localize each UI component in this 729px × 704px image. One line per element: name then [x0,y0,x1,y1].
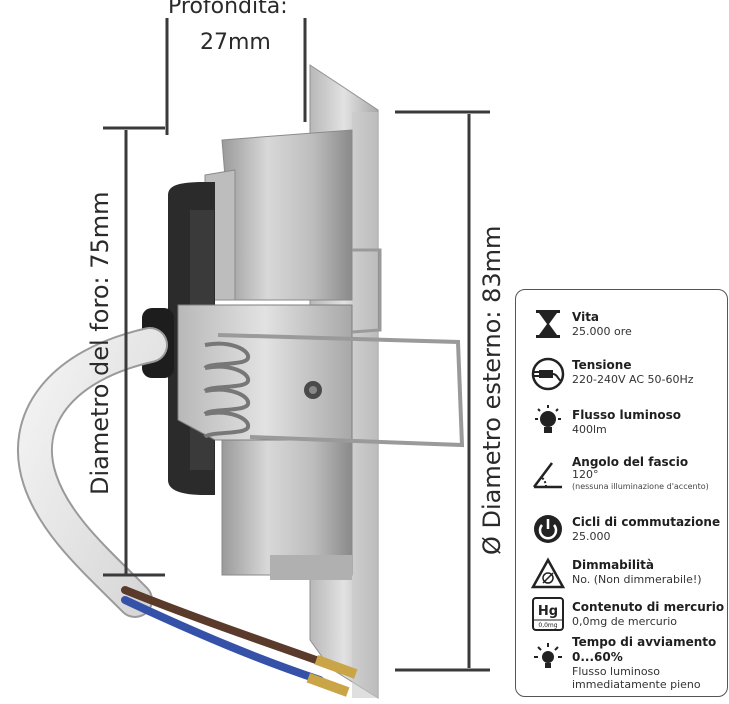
spec-value-mercury: 0,0mg de mercurio [572,615,678,628]
spec-panel: Vita 25.000 ore Tensione 220-240V AC 50-… [515,289,728,697]
depth-value: 27mm [200,30,271,55]
mounting-bracket [177,304,353,441]
spec-note-beam-angle: (nessuna illuminazione d'accento) [572,482,709,491]
spec-title-warmup: Tempo di avviamento [572,635,717,649]
hole-diameter-label: Diametro del foro: 75mm [86,191,114,495]
spec-value-warmup: 0...60% [572,650,623,664]
mercury-icon-symbol: Hg [538,604,558,619]
spec-value-switching-cycles: 25.000 [572,530,611,543]
spring-clip [217,333,465,448]
spec-title-beam-angle: Angolo del fascio [572,455,689,469]
spec-value-dimmability: No. (Non dimmerabile!) [572,573,702,586]
spec-title-mercury: Contenuto di mercurio [572,600,725,614]
spec-value-luminous-flux: 400lm [572,423,607,436]
warmup-icon [534,643,562,668]
light-bulb-icon [535,405,561,433]
spring [203,341,250,439]
beam-angle-icon [533,462,562,489]
spec-title-luminous-flux: Flusso luminoso [572,408,682,422]
mercury-icon-amount: 0,0mg [538,622,557,629]
housing-upper [221,129,353,301]
spec-title-life: Vita [572,310,600,324]
dimmable-warning-icon [530,557,566,589]
spec-value-voltage: 220-240V AC 50-60Hz [572,373,694,386]
hourglass-icon [536,310,560,338]
spec-value2-warmup: Flusso luminoso [572,665,661,678]
spec-title-voltage: Tensione [572,358,632,372]
housing-lower [221,439,353,576]
spec-value3-warmup: immediatamente pieno [572,678,701,691]
spec-value-beam-angle: 120° [572,468,599,481]
spec-title-switching-cycles: Cicli di commutazione [572,515,721,529]
spec-value-life: 25.000 ore [572,325,632,338]
power-switch-icon [534,515,562,543]
spec-title-dimmability: Dimmabilità [572,558,654,572]
mercury-icon: Hg 0,0mg [532,597,564,631]
power-plug-icon [531,357,565,391]
outer-diameter-label: Ø Diametro esterno: 83mm [478,225,506,555]
power-cable [19,329,166,616]
depth-label: Profondità: [168,0,288,19]
